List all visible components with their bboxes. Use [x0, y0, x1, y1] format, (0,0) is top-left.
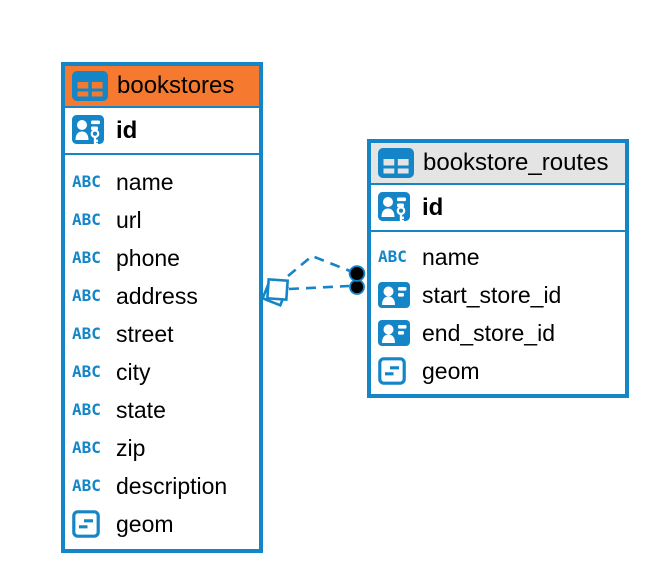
geometry-type-icon	[378, 357, 414, 385]
column-row-end-store-id[interactable]: end_store_id	[371, 314, 625, 352]
column-name: end_store_id	[422, 319, 555, 346]
text-type-icon: ABC	[378, 247, 407, 266]
table-bookstores-header[interactable]: bookstores	[65, 66, 259, 108]
column-row-id[interactable]: id	[371, 185, 625, 232]
column-list: ABC name ABC url ABC phone ABC address A…	[65, 155, 259, 549]
relationship-source-marker[interactable]	[260, 277, 290, 308]
column-row-start-store-id[interactable]: start_store_id	[371, 276, 625, 314]
column-name: id	[116, 116, 138, 144]
column-row-state[interactable]: ABC state	[65, 391, 259, 429]
column-name: state	[116, 396, 166, 423]
column-name: city	[116, 358, 151, 385]
text-type-icon: ABC	[72, 476, 101, 495]
text-type-icon: ABC	[72, 210, 101, 229]
text-type-icon: ABC	[72, 324, 101, 343]
table-bookstore-routes-header[interactable]: bookstore_routes	[371, 143, 625, 185]
column-row-address[interactable]: ABC address	[65, 277, 259, 315]
column-name: description	[116, 472, 228, 499]
column-row-zip[interactable]: ABC zip	[65, 429, 259, 467]
text-type-icon: ABC	[72, 248, 101, 267]
column-name: name	[422, 243, 480, 270]
column-name: geom	[116, 510, 174, 537]
text-type-icon: ABC	[72, 362, 101, 381]
column-row-id[interactable]: id	[65, 108, 259, 155]
column-name: start_store_id	[422, 281, 562, 308]
column-list: ABC name start_store_id end_store_id geo…	[371, 232, 625, 394]
column-row-phone[interactable]: ABC phone	[65, 239, 259, 277]
column-name: name	[116, 168, 174, 195]
table-icon	[72, 71, 108, 101]
primary-key-icon	[378, 192, 414, 224]
relationship-target-marker[interactable]	[348, 265, 366, 295]
table-title: bookstores	[117, 72, 235, 99]
primary-key-icon	[72, 115, 108, 147]
reference-type-icon	[378, 320, 414, 346]
relationship-line[interactable]	[287, 254, 351, 277]
text-type-icon: ABC	[72, 438, 101, 457]
table-bookstores[interactable]: bookstores id ABC name ABC url ABC phone…	[61, 62, 263, 553]
column-row-city[interactable]: ABC city	[65, 353, 259, 391]
column-name: zip	[116, 434, 146, 461]
text-type-icon: ABC	[72, 172, 101, 191]
geometry-type-icon	[72, 510, 108, 538]
table-title: bookstore_routes	[423, 149, 609, 176]
column-row-geom[interactable]: geom	[65, 505, 259, 543]
column-name: address	[116, 282, 198, 309]
column-row-url[interactable]: ABC url	[65, 201, 259, 239]
column-name: id	[422, 193, 444, 221]
column-row-name[interactable]: ABC name	[371, 238, 625, 276]
column-name: geom	[422, 357, 480, 384]
column-row-geom[interactable]: geom	[371, 352, 625, 390]
text-type-icon: ABC	[72, 286, 101, 305]
column-name: street	[116, 320, 174, 347]
table-icon	[378, 148, 414, 178]
column-row-street[interactable]: ABC street	[65, 315, 259, 353]
column-row-description[interactable]: ABC description	[65, 467, 259, 505]
reference-type-icon	[378, 282, 414, 308]
text-type-icon: ABC	[72, 400, 101, 419]
column-row-name[interactable]: ABC name	[65, 163, 259, 201]
relationship-line[interactable]	[288, 284, 350, 291]
table-bookstore-routes[interactable]: bookstore_routes id ABC name start_store…	[367, 139, 629, 398]
column-name: phone	[116, 244, 180, 271]
column-name: url	[116, 206, 142, 233]
